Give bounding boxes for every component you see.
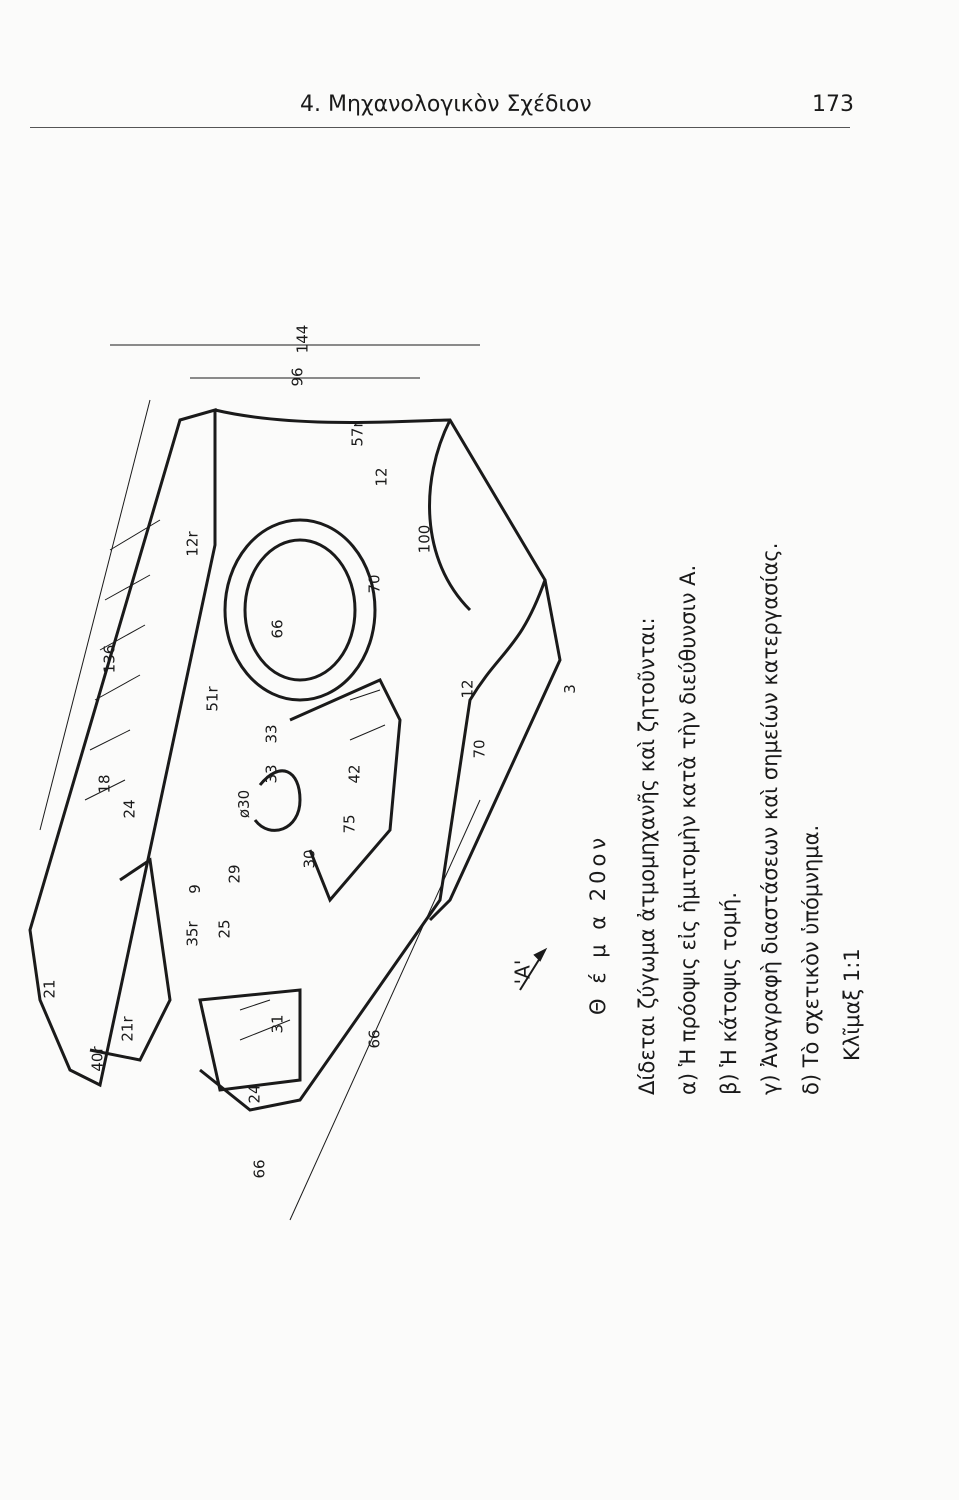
exercise-item: α) Ἡ πρόοψις εἰς ἡμιτομὴν κατὰ τὴν διεύθ… bbox=[676, 564, 700, 1095]
dimension-label: 12 bbox=[372, 467, 391, 487]
exercise-item: γ) Ἀναγραφὴ διαστάσεων καὶ σημείων κατερ… bbox=[758, 542, 782, 1095]
dimension-label: 42 bbox=[345, 764, 364, 784]
dimension-label: 30 bbox=[300, 849, 319, 869]
header-rule bbox=[30, 127, 850, 128]
dimension-label: 66 bbox=[365, 1029, 384, 1049]
dimension-label: 12r bbox=[183, 531, 202, 557]
dimension-label: 21r bbox=[118, 1016, 137, 1042]
dimension-label: 136 bbox=[100, 644, 119, 674]
dimension-label: 18 bbox=[95, 774, 114, 794]
dimension-label: 75 bbox=[340, 814, 359, 834]
dimension-lines bbox=[39, 344, 481, 1221]
isometric-part-outline bbox=[28, 408, 562, 1112]
dimension-label: 40r bbox=[88, 1046, 107, 1072]
dimension-label: 57r bbox=[348, 421, 367, 447]
exercise-item: β) Ἡ κάτοψις τομή. bbox=[717, 892, 741, 1095]
section-hatching bbox=[84, 519, 386, 1041]
page-number: 173 bbox=[812, 92, 854, 117]
dimension-label: 33 bbox=[262, 724, 281, 744]
dimension-label: 29 bbox=[225, 864, 244, 884]
dimension-label: 66 bbox=[250, 1159, 269, 1179]
dimension-label: 21 bbox=[40, 979, 59, 999]
dimension-label: 24 bbox=[120, 799, 139, 819]
direction-arrow-A bbox=[519, 947, 548, 991]
dimension-label: 70 bbox=[365, 574, 384, 594]
dimension-label: 51r bbox=[203, 686, 222, 712]
exercise-item: δ) Τὸ σχετικὸν ὑπόμνημα. bbox=[799, 824, 823, 1095]
dimension-label: 12 bbox=[458, 679, 477, 699]
dimension-label: 66 bbox=[268, 619, 287, 639]
dimension-label: 31 bbox=[268, 1014, 287, 1034]
direction-label: 'A' bbox=[510, 959, 535, 985]
dimension-label: 33 bbox=[262, 764, 281, 784]
dimension-label: 3 bbox=[560, 684, 579, 694]
chapter-heading: 4. Μηχανολογικὸν Σχέδιον bbox=[300, 92, 592, 117]
dimension-label: 144 bbox=[293, 324, 312, 354]
exercise-title: Θ έ μ α 20ον bbox=[586, 833, 610, 1015]
dimension-label: ø30 bbox=[235, 789, 254, 819]
dimension-label: 9 bbox=[185, 884, 204, 894]
dimension-label: 96 bbox=[288, 367, 307, 387]
exercise-text: Θ έ μ α 20ον Δίδεται ζύγωμα ἀτμομηχανῆς … bbox=[578, 395, 873, 1095]
exercise-scale: Κλῖμαξ 1:1 bbox=[840, 948, 864, 1061]
dimension-label: 24 bbox=[245, 1084, 264, 1104]
dimension-label: 25 bbox=[215, 919, 234, 939]
exercise-intro: Δίδεται ζύγωμα ἀτμομηχανῆς καὶ ζητοῦνται… bbox=[635, 617, 659, 1095]
dimension-label: 100 bbox=[415, 524, 434, 554]
dimension-label: 35r bbox=[183, 921, 202, 947]
dimension-label: 70 bbox=[470, 739, 489, 759]
